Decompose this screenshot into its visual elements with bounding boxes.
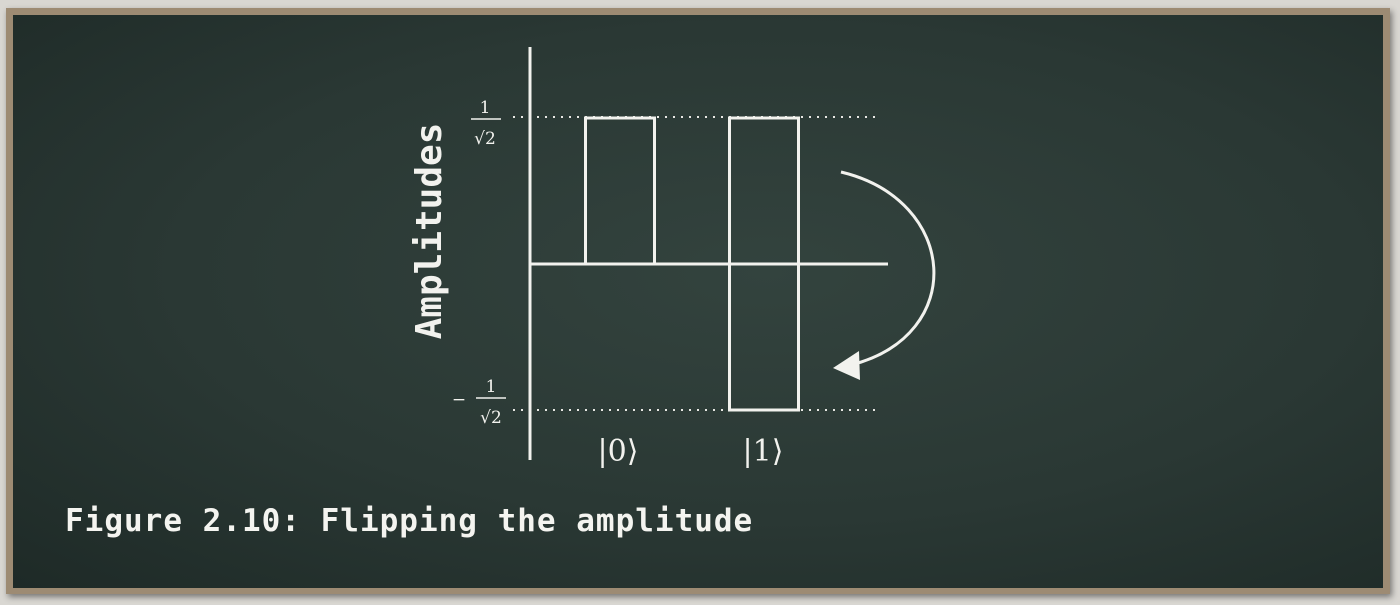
ket-label-1: |1⟩ (743, 434, 784, 469)
tick-top-denominator: √2 (474, 129, 496, 149)
y-axis-title: Amplitudes (409, 123, 450, 340)
ket-label-0: |0⟩ (598, 434, 639, 469)
bar-state-1-original (728, 116, 800, 266)
bar-state-1-flipped (728, 262, 800, 412)
tick-bottom: − 1 √2 (452, 377, 506, 428)
chalkboard: Amplitudes 1 √2 − 1 √2 |0⟩ |1⟩ Figure 2.… (13, 15, 1383, 588)
tick-bottom-sign: − (452, 390, 466, 410)
tick-bottom-denominator: √2 (480, 408, 502, 428)
tick-bottom-numerator: 1 (486, 377, 497, 397)
tick-top: 1 √2 (471, 98, 501, 149)
amplitude-diagram: Amplitudes 1 √2 − 1 √2 |0⟩ |1⟩ (409, 47, 936, 469)
tick-top-numerator: 1 (480, 98, 491, 118)
flip-arrow-icon (833, 170, 936, 380)
bar-state-0 (584, 116, 656, 266)
figure-caption: Figure 2.10: Flipping the amplitude (65, 503, 754, 539)
